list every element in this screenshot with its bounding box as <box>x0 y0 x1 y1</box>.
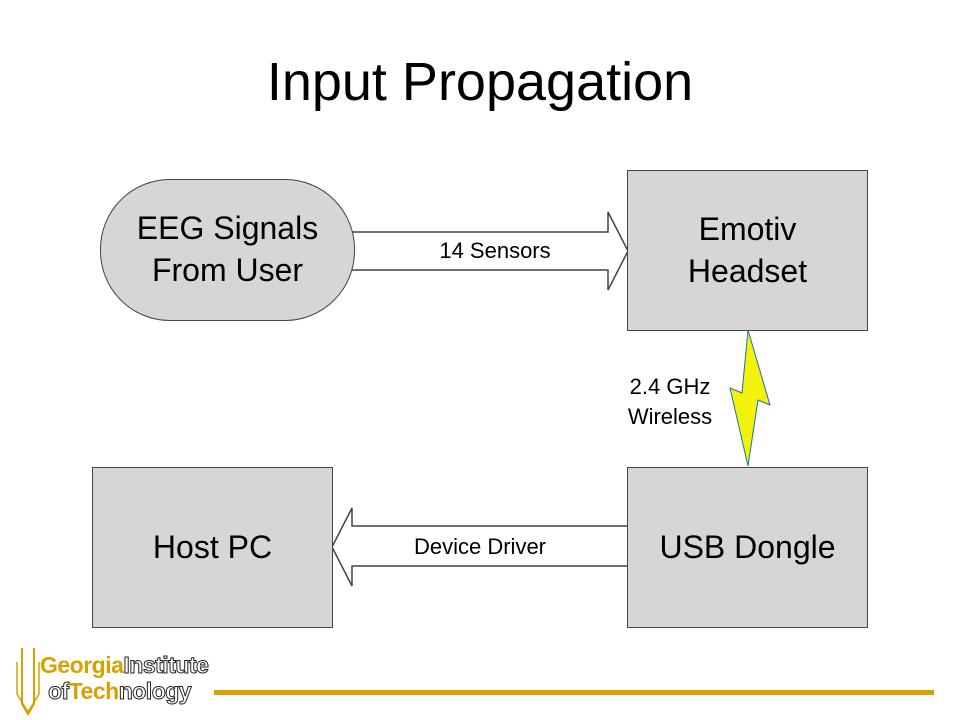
eeg-signals-node: EEG Signals From User <box>100 179 355 321</box>
georgia-tech-logo: GeorgiaInstitute ofTechnology <box>14 642 244 718</box>
wireless-label-line1: 2.4 GHz <box>629 374 711 399</box>
torch-icon <box>16 648 40 716</box>
logo-nology: nology <box>118 678 192 704</box>
host-pc-label: Host PC <box>152 528 273 565</box>
eeg-label-line2: From User <box>151 252 304 288</box>
logo-gold-bar <box>214 690 934 695</box>
driver-arrow <box>331 507 629 587</box>
headset-label-line2: Headset <box>687 252 808 289</box>
eeg-label-line1: EEG Signals <box>136 210 319 247</box>
logo-tech: Tech <box>68 678 119 704</box>
logo-line1: GeorgiaInstitute <box>40 652 209 678</box>
wireless-bolt-icon <box>729 329 771 467</box>
host-pc-node: Host PC <box>92 467 333 628</box>
logo-georgia: Georgia <box>40 652 124 678</box>
logo-institute: Institute <box>123 652 209 678</box>
sensors-arrow <box>309 211 629 291</box>
emotiv-headset-node: Emotiv Headset <box>627 170 868 331</box>
usb-dongle-label: USB Dongle <box>659 528 836 565</box>
driver-edge-label: Device Driver <box>413 534 547 559</box>
headset-label-line1: Emotiv <box>698 210 797 247</box>
wireless-label-line2: Wireless <box>627 403 713 429</box>
slide-title: Input Propagation <box>266 52 694 112</box>
usb-dongle-node: USB Dongle <box>627 467 868 628</box>
sensors-edge-label: 14 Sensors <box>439 238 551 263</box>
logo-of: of <box>48 678 70 704</box>
logo-line2: ofTechnology <box>48 678 193 704</box>
wireless-edge-label: 2.4 GHz Wireless <box>602 372 738 431</box>
